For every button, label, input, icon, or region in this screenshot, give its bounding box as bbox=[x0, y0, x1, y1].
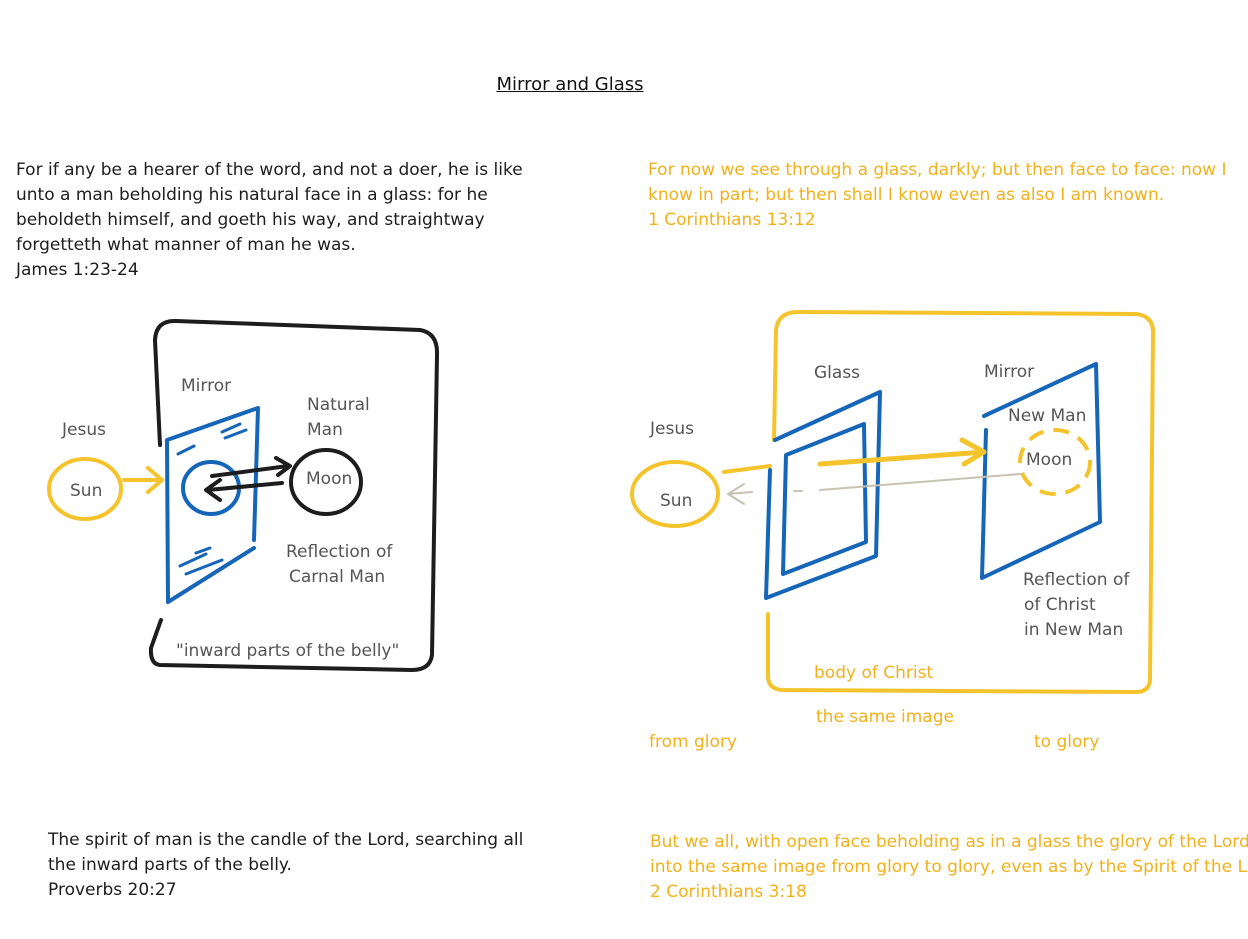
body-of-christ-box bbox=[766, 310, 1156, 694]
new-man-label: New Man bbox=[1008, 406, 1086, 426]
of-christ-label: of Christ bbox=[1024, 595, 1096, 615]
to-glory-label: to glory bbox=[1034, 732, 1099, 752]
natural-label: Natural bbox=[307, 395, 370, 415]
verse-line: For if any be a hearer of the word, and … bbox=[16, 160, 523, 180]
right-mirror-shape bbox=[980, 362, 1102, 580]
verse-line: beholdeth himself, and goeth his way, an… bbox=[16, 210, 485, 230]
sun-circle bbox=[630, 460, 720, 528]
reflection-label: Reflection of bbox=[286, 542, 393, 562]
in-new-man-label: in New Man bbox=[1024, 620, 1123, 640]
belly-box bbox=[148, 318, 440, 672]
page-title: Mirror and Glass bbox=[496, 74, 644, 95]
verse-line: know in part; but then shall I know even… bbox=[648, 185, 1165, 205]
verse-line: the inward parts of the belly. bbox=[48, 855, 292, 875]
sun-ray bbox=[722, 464, 772, 474]
new-man-circle bbox=[1018, 428, 1092, 496]
jesus-label: Jesus bbox=[61, 420, 106, 440]
from-glory-label: from glory bbox=[649, 732, 737, 752]
man-label: Man bbox=[307, 420, 343, 440]
verse-line: forgetteth what manner of man he was. bbox=[16, 235, 356, 255]
mirror-label: Mirror bbox=[984, 362, 1034, 382]
reflection-arrow-head bbox=[727, 483, 803, 505]
mirror-shine-top bbox=[176, 422, 248, 456]
arrow-to-mirror bbox=[817, 437, 987, 467]
jesus-label: Jesus bbox=[649, 419, 694, 439]
left-diagram: Jesus Sun Mirror Natural Man Moon Reflec… bbox=[47, 318, 440, 672]
moon-circle bbox=[289, 448, 363, 516]
verse-reference: Proverbs 20:27 bbox=[48, 880, 177, 900]
sun-ray-arrow bbox=[122, 466, 164, 494]
verse-reference: 2 Corinthians 3:18 bbox=[650, 882, 807, 902]
proverbs-verse: The spirit of man is the candle of the L… bbox=[48, 828, 588, 903]
sun-circle bbox=[47, 457, 123, 521]
glass-inner bbox=[781, 422, 868, 576]
moon-label: Moon bbox=[1026, 450, 1072, 470]
verse-line: The spirit of man is the candle of the L… bbox=[48, 830, 524, 850]
arrow-to-mirror bbox=[204, 478, 284, 502]
reflection-ray bbox=[819, 473, 1021, 491]
corinthians2-verse: But we all, with open face beholding as … bbox=[650, 830, 1248, 905]
verse-line: unto a man beholding his natural face in… bbox=[16, 185, 488, 205]
moon-label: Moon bbox=[306, 469, 352, 489]
glass-label: Glass bbox=[814, 363, 860, 383]
mirror-shine-bottom bbox=[178, 546, 224, 576]
sun-label: Sun bbox=[70, 481, 102, 501]
verse-reference: 1 Corinthians 13:12 bbox=[648, 210, 816, 230]
james-verse: For if any be a hearer of the word, and … bbox=[16, 158, 576, 283]
verse-line: For now we see through a glass, darkly; … bbox=[648, 160, 1227, 180]
same-image-label: the same image bbox=[816, 707, 954, 727]
verse-line: into the same image from glory to glory,… bbox=[650, 857, 1247, 877]
corinthians1-verse: For now we see through a glass, darkly; … bbox=[648, 158, 1248, 233]
mirror-shape bbox=[165, 406, 260, 604]
glass-outer bbox=[764, 390, 882, 600]
arrow-to-moon bbox=[210, 456, 292, 478]
reflection-label: Reflection of bbox=[1023, 570, 1130, 590]
belly-label: "inward parts of the belly" bbox=[176, 641, 399, 661]
verse-reference: James 1:23-24 bbox=[16, 260, 139, 280]
sun-label: Sun bbox=[660, 491, 692, 511]
carnal-man-label: Carnal Man bbox=[289, 567, 385, 587]
right-diagram: Jesus Sun Glass Mirror New Man Moon Refl… bbox=[630, 310, 1156, 752]
verse-line: But we all, with open face beholding as … bbox=[650, 832, 1248, 852]
mirror-label: Mirror bbox=[181, 376, 231, 396]
body-of-christ-label: body of Christ bbox=[814, 663, 933, 683]
